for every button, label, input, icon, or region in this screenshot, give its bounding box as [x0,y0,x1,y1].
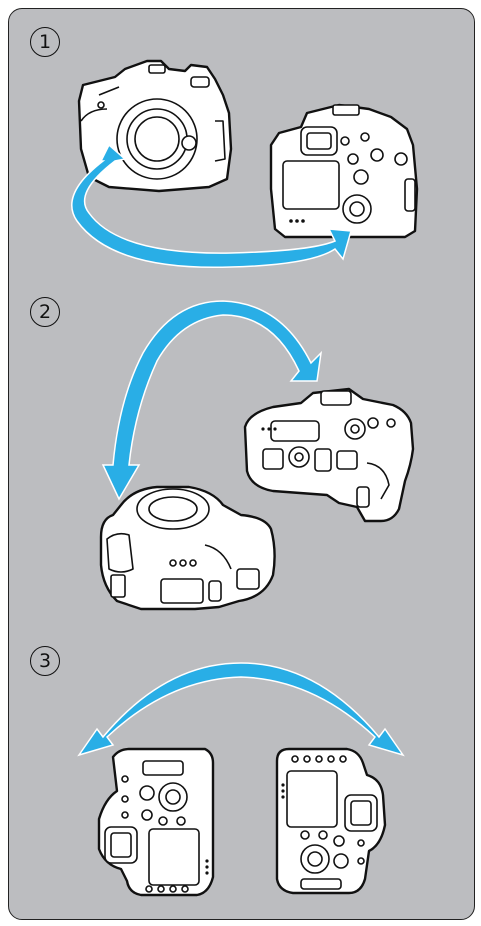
illustration-canvas [9,9,474,919]
camera-bottom-view-icon [101,487,275,609]
camera-top-view-icon [245,389,413,521]
camera-back-view-icon [271,105,417,237]
double-headed-curved-arrow-icon [79,663,403,755]
camera-back-rotated-left-icon [99,749,213,895]
instruction-panel: 1 2 3 [8,8,475,920]
camera-back-rotated-right-icon [277,749,385,893]
